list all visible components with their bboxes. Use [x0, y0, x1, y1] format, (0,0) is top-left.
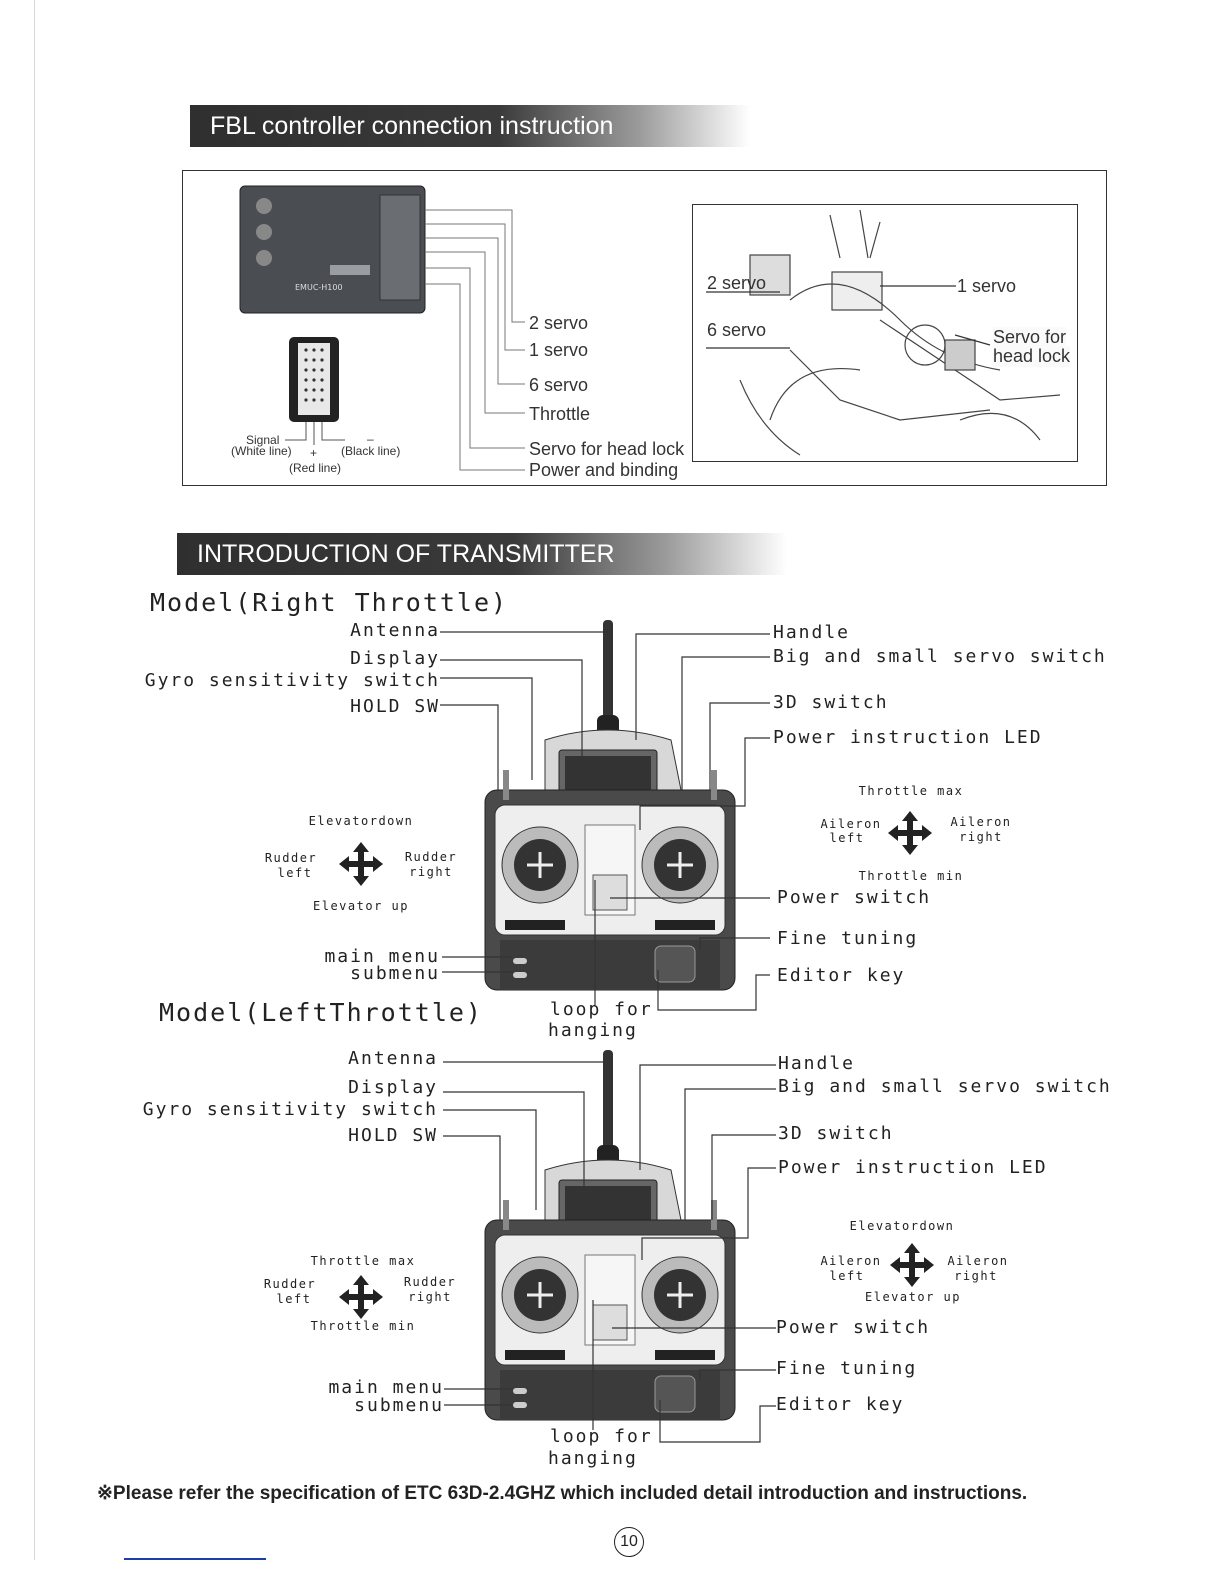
- lt-right-stick-bottom: Elevator up: [865, 1290, 961, 1304]
- rt-label-main-menu: main menu: [324, 946, 440, 967]
- heli-label-1-servo: 1 servo: [957, 276, 1017, 296]
- stick-direction-icon-top-right: [888, 811, 932, 855]
- fbl-label-2-servo: 2 servo: [529, 313, 589, 333]
- lt-label-antenna: Antenna: [348, 1048, 438, 1069]
- rt-right-stick-right-1: Aileron: [950, 815, 1012, 829]
- page-number: 10: [614, 1527, 644, 1557]
- pin-plus-label: +: [310, 446, 318, 460]
- lt-right-stick-right-2: right: [954, 1269, 998, 1283]
- rt-label-power-led: Power instruction LED: [773, 727, 1043, 748]
- page-margin-rule: [34, 0, 35, 1560]
- lt-label-servo-switch: Big and small servo switch: [778, 1076, 1112, 1097]
- rt-label-3d-switch: 3D switch: [773, 692, 889, 713]
- rt-right-stick-bottom: Throttle min: [858, 869, 964, 883]
- lt-left-stick-bottom: Throttle min: [310, 1319, 416, 1333]
- rt-right-stick-left-1: Aileron: [820, 817, 882, 831]
- rt-right-stick-left-2: left: [829, 831, 865, 845]
- lt-label-loop-2: hanging: [548, 1448, 638, 1469]
- lt-label-power-led: Power instruction LED: [778, 1157, 1048, 1178]
- lt-label-gyro-sensitivity: Gyro sensitivity switch: [142, 1099, 438, 1120]
- transmitter-banner: INTRODUCTION OF TRANSMITTER: [177, 533, 787, 575]
- fbl-label-6-servo: 6 servo: [529, 375, 589, 395]
- rt-label-handle: Handle: [773, 622, 851, 643]
- rt-left-stick-bottom: Elevator up: [313, 899, 409, 913]
- pin-signal-label: Signal: [246, 433, 280, 447]
- model-right-throttle-title: Model(Right Throttle): [150, 588, 509, 617]
- stick-direction-icon-bottom-left: [339, 1275, 383, 1319]
- lt-label-handle: Handle: [778, 1053, 856, 1074]
- lt-label-main-menu: main menu: [328, 1377, 444, 1398]
- rt-label-fine-tuning: Fine tuning: [777, 928, 919, 949]
- pin-white-line-label: (White line): [231, 444, 292, 458]
- lt-label-power-switch: Power switch: [776, 1317, 931, 1338]
- footnote: ※Please refer the specification of ETC 6…: [97, 1483, 1028, 1504]
- lt-left-stick-left-1: Rudder: [263, 1277, 317, 1291]
- lt-right-stick-left-1: Aileron: [820, 1254, 882, 1268]
- transmitter-photo-right-throttle: [483, 618, 737, 992]
- rt-left-stick-right-2: right: [409, 865, 453, 879]
- lt-label-fine-tuning: Fine tuning: [776, 1358, 918, 1379]
- bottom-rule: [124, 1558, 266, 1560]
- lt-label-submenu: submenu: [354, 1395, 444, 1416]
- pin-black-line-label: (Black line): [341, 444, 401, 458]
- rt-label-gyro-sensitivity: Gyro sensitivity switch: [144, 670, 440, 691]
- rt-left-stick-left-2: left: [277, 866, 313, 880]
- fbl-label-power-binding: Power and binding: [529, 460, 679, 480]
- transmitter-banner-text: INTRODUCTION OF TRANSMITTER: [197, 540, 615, 568]
- fbl-banner-text: FBL controller connection instruction: [210, 112, 614, 140]
- rt-label-power-switch: Power switch: [777, 887, 932, 908]
- heli-label-6-servo: 6 servo: [707, 320, 767, 340]
- model-left-throttle-title: Model(LeftThrottle): [159, 998, 483, 1027]
- lt-left-stick-right-2: right: [408, 1290, 452, 1304]
- fbl-label-1-servo: 1 servo: [529, 340, 589, 360]
- fbl-controller-unit: [239, 185, 426, 314]
- lt-left-stick-right-1: Rudder: [403, 1275, 457, 1289]
- heli-label-headlock-2: head lock: [993, 346, 1071, 367]
- transmitter-photo-left-throttle: [483, 1048, 737, 1422]
- lt-left-stick-top: Throttle max: [310, 1254, 416, 1268]
- lt-label-editor-key: Editor key: [776, 1394, 905, 1415]
- rt-label-editor-key: Editor key: [777, 965, 906, 986]
- rt-label-submenu: submenu: [350, 963, 440, 984]
- rt-left-stick-right-1: Rudder: [404, 850, 458, 864]
- lt-right-stick-left-2: left: [829, 1269, 865, 1283]
- lt-label-hold-sw: HOLD SW: [348, 1125, 438, 1146]
- fbl-diagram-frame: [182, 170, 1107, 486]
- fbl-label-throttle: Throttle: [529, 404, 591, 424]
- lt-right-stick-right-1: Aileron: [947, 1254, 1009, 1268]
- rt-right-stick-right-2: right: [959, 830, 1003, 844]
- svg-text:EMUC-H100: EMUC-H100: [295, 283, 343, 292]
- fbl-label-head-lock: Servo for head lock: [529, 439, 685, 459]
- rt-left-stick-left-1: Rudder: [264, 851, 318, 865]
- stick-direction-icon-bottom-right: [890, 1243, 934, 1287]
- stick-direction-icon-top-left: [339, 842, 383, 886]
- rt-label-servo-switch: Big and small servo switch: [773, 646, 1107, 667]
- rt-left-stick-top: Elevatordown: [308, 814, 414, 828]
- rt-label-display: Display: [350, 648, 440, 669]
- fbl-banner: FBL controller connection instruction: [190, 105, 750, 147]
- lt-left-stick-left-2: left: [276, 1292, 312, 1306]
- helicopter-servo-photo: [692, 204, 1078, 462]
- lt-label-display: Display: [348, 1077, 438, 1098]
- rt-label-loop-2: hanging: [548, 1020, 638, 1041]
- rt-right-stick-top: Throttle max: [858, 784, 964, 798]
- lt-right-stick-top: Elevatordown: [849, 1219, 955, 1233]
- heli-label-2-servo: 2 servo: [707, 273, 767, 293]
- rt-label-loop-1: loop for: [550, 999, 653, 1020]
- rt-label-antenna: Antenna: [350, 620, 440, 641]
- lt-label-loop-1: loop for: [550, 1426, 653, 1447]
- lt-label-3d-switch: 3D switch: [778, 1123, 894, 1144]
- pin-red-line-label: (Red line): [289, 461, 342, 475]
- pin-minus-label: –: [367, 432, 374, 446]
- rt-label-hold-sw: HOLD SW: [350, 696, 440, 717]
- heli-label-headlock-1: Servo for: [993, 327, 1067, 348]
